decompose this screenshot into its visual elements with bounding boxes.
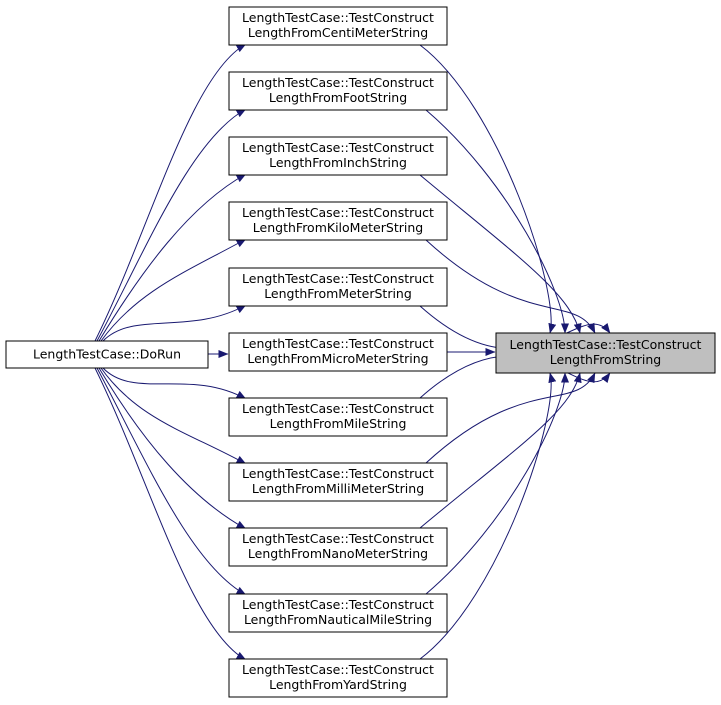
node-test-nanometer[interactable]: LengthTestCase::TestConstruct LengthFrom…: [228, 527, 448, 567]
edge-caller-to-test: [94, 43, 247, 342]
node-test-yard[interactable]: LengthTestCase::TestConstruct LengthFrom…: [228, 658, 448, 698]
edge-caller-to-test: [96, 367, 247, 596]
edge-test-to-target: [425, 239, 596, 334]
edge-test-to-target: [419, 174, 582, 334]
node-test-label-line1: LengthTestCase::TestConstruct: [242, 140, 434, 155]
node-test-foot[interactable]: LengthTestCase::TestConstruct LengthFrom…: [228, 71, 448, 111]
node-test-label-line2: LengthFromFootString: [269, 90, 407, 105]
edge-test-to-target: [419, 372, 557, 660]
node-test-label-line1: LengthTestCase::TestConstruct: [242, 401, 434, 416]
node-test-label-line2: LengthFromNanoMeterString: [248, 546, 428, 561]
node-test-label-line1: LengthTestCase::TestConstruct: [242, 466, 434, 481]
node-test-kilometer[interactable]: LengthTestCase::TestConstruct LengthFrom…: [228, 201, 448, 241]
nodes-layer: LengthTestCase::DoRun LengthTestCase::Te…: [5, 6, 716, 698]
node-test-label-line2: LengthFromYardString: [269, 677, 407, 692]
node-test-label-line1: LengthTestCase::TestConstruct: [242, 75, 434, 90]
node-target-label-line2: LengthFromString: [550, 352, 661, 367]
node-test-inch[interactable]: LengthTestCase::TestConstruct LengthFrom…: [228, 136, 448, 176]
node-test-label-line2: LengthFromNauticalMileString: [244, 612, 432, 627]
node-target-testconstruct-lengthfromstring[interactable]: LengthTestCase::TestConstruct LengthFrom…: [495, 332, 716, 374]
node-caller-label: LengthTestCase::DoRun: [33, 347, 181, 362]
edge-caller-to-test: [98, 367, 247, 530]
node-test-label-line1: LengthTestCase::TestConstruct: [242, 597, 434, 612]
node-test-label-line1: LengthTestCase::TestConstruct: [242, 662, 434, 677]
node-test-label-line2: LengthFromInchString: [269, 155, 407, 170]
edge-test-to-target: [419, 44, 557, 334]
edge-test-to-target: [425, 372, 569, 595]
node-test-label-line2: LengthFromCentiMeterString: [248, 25, 428, 40]
edge-caller-to-test: [102, 304, 247, 342]
node-test-label-line2: LengthFromMileString: [270, 416, 407, 431]
edge-caller-to-test: [98, 173, 247, 342]
node-test-millimeter[interactable]: LengthTestCase::TestConstruct LengthFrom…: [228, 462, 448, 502]
node-test-label-line2: LengthFromMilliMeterString: [252, 481, 424, 496]
edge-caller-to-test: [96, 108, 247, 342]
node-test-label-line1: LengthTestCase::TestConstruct: [242, 10, 434, 25]
node-test-label-line2: LengthFromMicroMeterString: [247, 351, 428, 366]
node-test-mile[interactable]: LengthTestCase::TestConstruct LengthFrom…: [228, 397, 448, 437]
node-test-label-line1: LengthTestCase::TestConstruct: [242, 205, 434, 220]
node-target-label-line1: LengthTestCase::TestConstruct: [510, 337, 702, 352]
node-test-centimeter[interactable]: LengthTestCase::TestConstruct LengthFrom…: [228, 6, 448, 46]
edge-test-to-target: [425, 109, 569, 334]
edge-test-to-target: [425, 372, 596, 464]
node-test-nauticalmile[interactable]: LengthTestCase::TestConstruct LengthFrom…: [228, 593, 448, 633]
node-test-label-line1: LengthTestCase::TestConstruct: [242, 531, 434, 546]
edge-caller-to-test: [100, 367, 247, 465]
edge-caller-to-test: [102, 367, 247, 400]
edge-caller-to-test: [94, 367, 247, 661]
node-test-label-line2: LengthFromMeterString: [264, 286, 412, 301]
node-test-label-line1: LengthTestCase::TestConstruct: [242, 336, 434, 351]
node-test-label-line1: LengthTestCase::TestConstruct: [242, 271, 434, 286]
edge-caller-to-test: [100, 238, 247, 342]
node-test-meter[interactable]: LengthTestCase::TestConstruct LengthFrom…: [228, 267, 448, 307]
edge-test-to-target: [419, 372, 582, 529]
node-test-label-line2: LengthFromKiloMeterString: [253, 220, 423, 235]
node-test-micrometer[interactable]: LengthTestCase::TestConstruct LengthFrom…: [228, 332, 448, 372]
node-caller-dorun[interactable]: LengthTestCase::DoRun: [5, 340, 209, 369]
